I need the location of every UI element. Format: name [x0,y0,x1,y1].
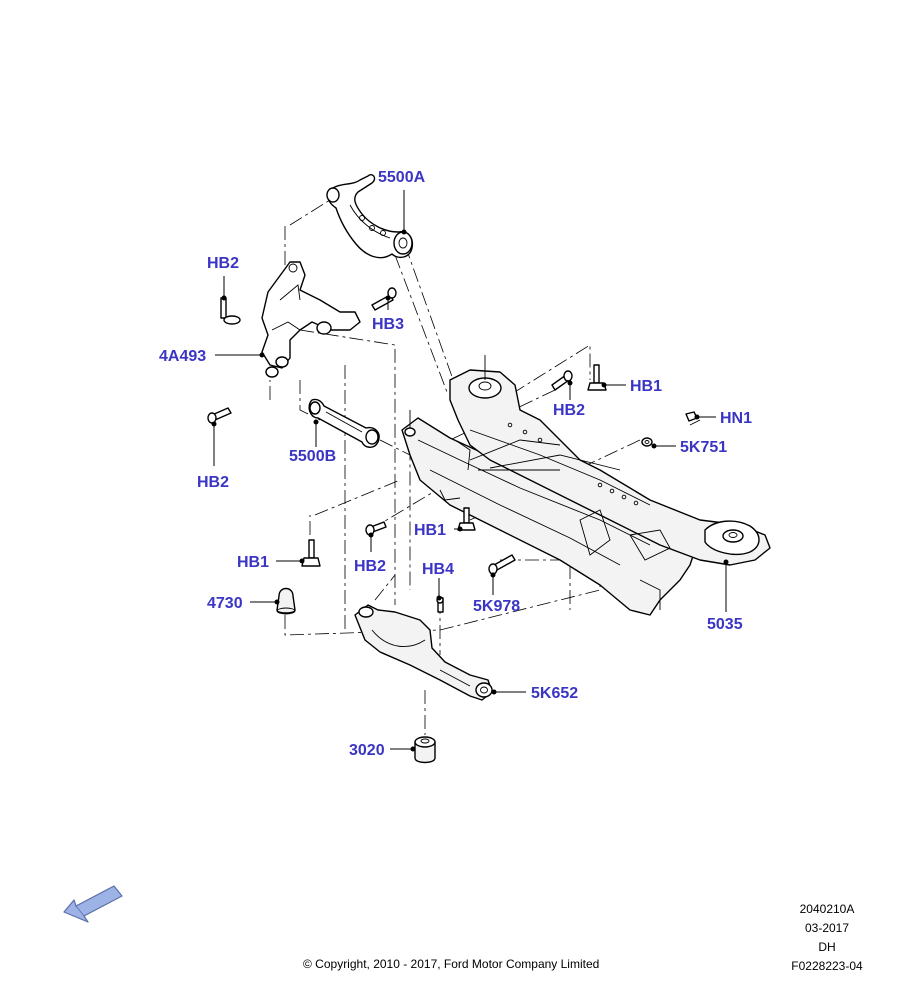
lower-control-arm [354,604,493,701]
callout-3020: 3020 [349,742,385,759]
callout-hb3: HB3 [372,316,404,333]
bracket-4A493 [261,261,361,378]
bump-stop-4730 [276,587,296,615]
washer-5k751 [641,437,653,447]
callout-hb2-top: HB2 [207,255,239,272]
callout-5500A: 5500A [378,169,426,186]
callout-hb2-left: HB2 [197,474,229,491]
callout-5K652: 5K652 [531,685,578,702]
leader-lines [211,190,729,752]
bolt-hb2-c [551,370,573,391]
callout-hb2-lower: HB2 [354,558,386,575]
illustration-reference-block: 2040210A 03-2017 DH F0228223-04 [772,900,882,976]
bolt-hb2-d [365,521,387,536]
bushing-3020 [414,736,436,764]
bolt-5k978 [488,554,516,575]
callout-5K978: 5K978 [473,598,520,615]
subframe-5035 [401,355,771,616]
callout-hb1-left: HB1 [237,554,269,571]
callout-hb2-right: HB2 [553,402,585,419]
callout-hb1-right: HB1 [630,378,662,395]
lower-link-5500B [308,398,380,448]
bolt-hb1-a [587,364,607,391]
callout-labels: 5500A HB2 HB3 4A493 HB2 5500B HB1 HB2 HN… [159,169,752,759]
bolt-hb2-a [220,297,241,325]
callout-4730: 4730 [207,595,243,612]
bolt-hb1-c [301,539,321,567]
bolt-hb3 [371,287,397,311]
upper-control-arm [326,174,414,259]
callout-hn1: HN1 [720,410,752,427]
illustrator-initials: DH [818,940,836,954]
callout-5035: 5035 [707,616,743,633]
figure-reference: F0228223-04 [791,959,863,973]
callout-4A493: 4A493 [159,348,206,365]
callout-5500B: 5500B [289,448,336,465]
callout-hb1-center: HB1 [414,522,446,539]
callout-5K751: 5K751 [680,439,727,456]
direction-arrow-icon[interactable] [60,882,126,924]
illustration-number: 2040210A [799,902,855,916]
callout-hb4: HB4 [422,561,454,578]
copyright-notice: © Copyright, 2010 - 2017, Ford Motor Com… [303,957,600,971]
illustration-date: 03-2017 [804,921,850,935]
bolt-hb2-b [207,407,232,424]
